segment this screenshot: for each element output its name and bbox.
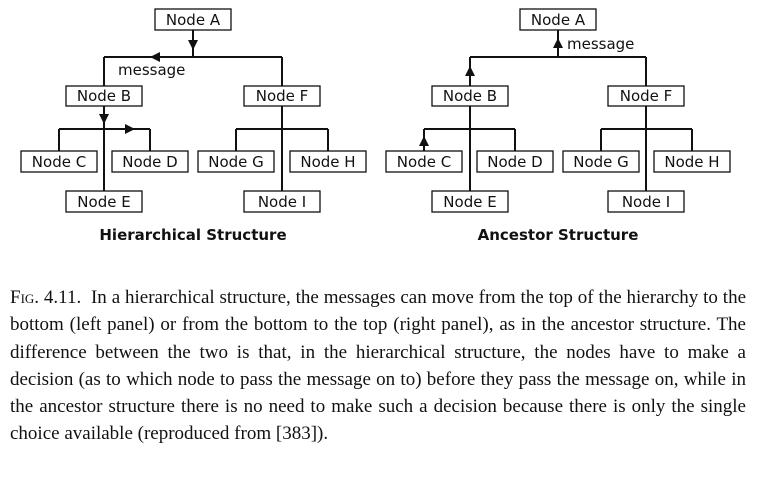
left-connectors [58,30,329,192]
node-label: Node B [443,87,497,105]
node-box-i: Node I [607,190,685,213]
node-label: Node E [77,193,130,211]
node-label: Node F [256,87,309,105]
right-panel: message Node A Node B Node F Node C Node… [385,8,731,244]
node-label: Node A [166,11,221,29]
node-box-e: Node E [65,190,143,213]
node-label: Node B [77,87,131,105]
right-connectors [423,30,693,192]
node-label: Node H [664,153,719,171]
arrow-down-icon [188,40,198,50]
arrow-left-icon [150,52,160,62]
node-box-e: Node E [431,190,509,213]
node-box-g: Node G [197,150,275,173]
node-label: Node F [620,87,673,105]
arrow-up-icon [419,136,429,146]
node-box-g: Node G [562,150,640,173]
arrow-down-icon [99,114,109,124]
node-label: Node D [487,153,542,171]
arrow-right-icon [125,124,135,134]
node-box-c: Node C [385,150,463,173]
node-label: Node A [531,11,586,29]
node-box-a: Node A [519,8,597,31]
node-box-b: Node B [65,85,143,107]
arrow-up-icon [465,66,475,76]
left-message-label: message [118,61,185,79]
node-box-f: Node F [243,85,321,107]
node-label: Node C [32,153,86,171]
node-box-f: Node F [607,85,685,107]
node-box-h: Node H [289,150,367,173]
figure-diagram: message Node A Node B Node F Node C Node… [20,8,731,244]
left-panel-title: Hierarchical Structure [99,226,286,244]
figure-label: Fig. 4.11. [10,287,82,308]
node-label: Node E [443,193,496,211]
right-message-label: message [567,35,634,53]
caption-text: In a hierarchical structure, the message… [10,287,747,445]
figure-caption: Fig. 4.11. In a hierarchical structure, … [10,284,746,448]
node-box-h: Node H [653,150,731,173]
node-label: Node I [258,193,306,211]
node-label: Node I [622,193,670,211]
left-message-arrows [99,40,198,134]
node-box-i: Node I [243,190,321,213]
node-box-d: Node D [476,150,554,173]
node-box-a: Node A [154,8,232,31]
node-label: Node C [397,153,451,171]
node-box-c: Node C [20,150,98,173]
node-label: Node G [573,153,629,171]
right-message-arrows [419,38,563,146]
node-label: Node G [208,153,264,171]
node-label: Node D [122,153,177,171]
arrow-up-icon [553,38,563,48]
right-panel-title: Ancestor Structure [478,226,639,244]
node-box-d: Node D [111,150,189,173]
left-panel: message Node A Node B Node F Node C Node… [20,8,367,244]
node-label: Node H [300,153,355,171]
node-box-b: Node B [431,85,509,107]
